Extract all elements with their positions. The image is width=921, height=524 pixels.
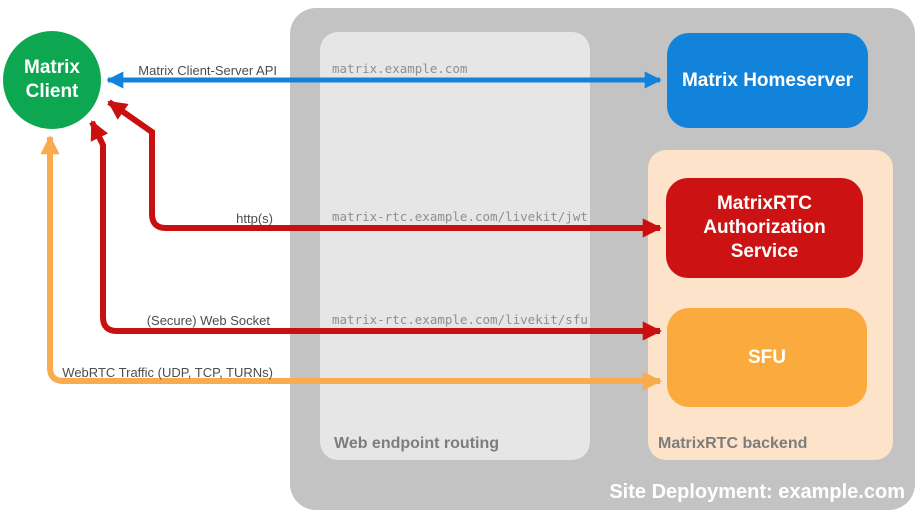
sfu-label: SFU <box>748 346 786 368</box>
endpoint-matrix-host: matrix.example.com <box>332 61 468 76</box>
matrix-homeserver-node: Matrix Homeserver <box>667 33 868 128</box>
matrix-homeserver-label: Matrix Homeserver <box>681 69 854 91</box>
client-server-api-label: Matrix Client-Server API <box>138 63 277 78</box>
matrix-client-label: Matrix Client <box>24 57 80 102</box>
matrixrtc-backend-caption: MatrixRTC backend <box>658 435 808 452</box>
matrixrtc-authorization-service-label: MatrixRTC Authorization Service <box>703 193 826 262</box>
matrixrtc-authorization-service-node: MatrixRTC Authorization Service <box>666 178 863 278</box>
web-endpoint-routing-zone <box>320 32 590 460</box>
endpoint-livekit-sfu: matrix-rtc.example.com/livekit/sfu <box>332 312 588 327</box>
matrix-client-node: Matrix Client <box>3 31 101 129</box>
secure-web-socket-label: (Secure) Web Socket <box>146 313 270 328</box>
webrtc-traffic-label: WebRTC Traffic (UDP, TCP, TURNs) <box>62 365 273 380</box>
site-deployment-title: Site Deployment: example.com <box>609 481 905 503</box>
web-endpoint-routing-caption: Web endpoint routing <box>334 435 500 452</box>
sfu-node: SFU <box>667 308 867 407</box>
endpoint-livekit-jwt: matrix-rtc.example.com/livekit/jwt <box>332 209 588 224</box>
https-label: http(s) <box>236 211 273 226</box>
